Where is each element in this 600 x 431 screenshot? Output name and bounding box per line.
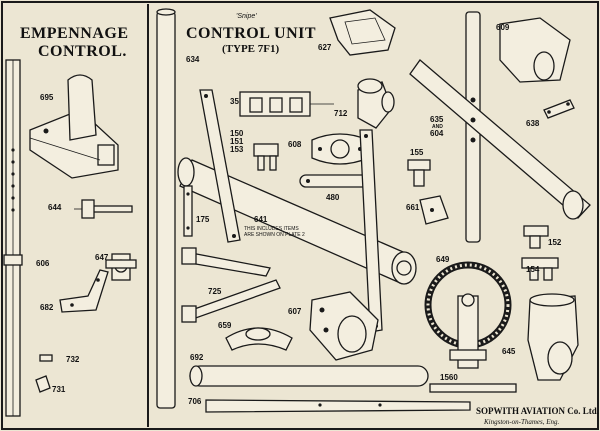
- part-695-bracket: [29, 74, 119, 179]
- part-661-clip: [419, 195, 449, 225]
- label-725: 725: [208, 287, 222, 296]
- part-608-plate: [311, 133, 369, 165]
- part-609-bracket: [499, 17, 571, 83]
- part-606-tube: [3, 59, 23, 417]
- label-731: 731: [52, 385, 66, 394]
- part-641-torque-tube: [177, 89, 417, 333]
- label-153: 153: [230, 145, 244, 154]
- label-150: 150: [230, 129, 244, 138]
- part-634-tube: [156, 8, 176, 409]
- label-695: 695: [40, 93, 54, 102]
- part-152-bracket: [523, 225, 549, 249]
- part-649-grip: [424, 261, 512, 369]
- part-731-cap: [35, 375, 51, 393]
- label-1560: 1560: [440, 373, 458, 382]
- part-647-fitting: [105, 253, 137, 281]
- label-645: 645: [502, 347, 516, 356]
- empennage-title-1: EMPENNAGE: [20, 25, 129, 42]
- label-732: 732: [66, 355, 80, 364]
- label-706: 706: [188, 397, 202, 406]
- label-661: 661: [406, 203, 420, 212]
- part-1560-rod: [429, 383, 517, 393]
- note-641-line2: ARE SHOWN ON PLATE 2: [244, 232, 305, 238]
- label-175: 175: [196, 215, 210, 224]
- part-692-tube: [189, 365, 429, 387]
- label-151: 151: [230, 137, 244, 146]
- label-692: 692: [190, 353, 204, 362]
- label-638: 638: [526, 119, 540, 128]
- part-155-bracket: [407, 159, 431, 187]
- label-641: 641: [254, 215, 268, 224]
- label-35: 35: [230, 97, 239, 106]
- part-638-link: [543, 99, 575, 119]
- label-682: 682: [40, 303, 54, 312]
- part-607-bracket: [309, 291, 379, 361]
- part-725-strut: [181, 247, 281, 323]
- part-175-strip: [183, 185, 193, 237]
- label-649: 649: [436, 255, 450, 264]
- label-644: 644: [48, 203, 62, 212]
- part-682-bracket: [59, 269, 109, 313]
- label-154: 154: [526, 265, 540, 274]
- part-644-bolt: [74, 199, 133, 219]
- control-unit-type: (TYPE 7F1): [222, 43, 279, 55]
- label-609: 609: [496, 23, 510, 32]
- label-627: 627: [318, 43, 332, 52]
- label-635-and: AND: [432, 124, 443, 130]
- empennage-title-2: CONTROL.: [38, 43, 127, 60]
- note-641-line1: THIS INCLUDES ITEMS: [244, 226, 299, 232]
- label-607: 607: [288, 307, 302, 316]
- label-659: 659: [218, 321, 232, 330]
- part-732-pin: [39, 354, 53, 362]
- label-606: 606: [36, 259, 50, 268]
- label-480: 480: [326, 193, 340, 202]
- part-150-bracket: [253, 143, 279, 171]
- label-152: 152: [548, 238, 562, 247]
- part-627-bracket: [329, 9, 396, 56]
- maker-location: Kingston-on-Thames, Eng.: [483, 418, 560, 426]
- label-712: 712: [334, 109, 348, 118]
- label-647: 647: [95, 253, 109, 262]
- label-608: 608: [288, 140, 302, 149]
- maker-name: SOPWITH AVIATION Co. Ltd.: [476, 406, 599, 416]
- label-155: 155: [410, 148, 424, 157]
- control-unit-title: CONTROL UNIT: [186, 25, 316, 42]
- control-unit-superscript: 'Snipe': [236, 13, 257, 20]
- part-35-assembly: [239, 91, 334, 117]
- label-635: 635: [430, 115, 444, 124]
- label-634: 634: [186, 55, 200, 64]
- part-659-plate: [225, 327, 293, 351]
- part-635-cross-tube: [409, 11, 591, 243]
- part-645-housing: [527, 293, 579, 381]
- part-712-tee: [357, 78, 395, 129]
- label-604: 604: [430, 129, 444, 138]
- part-706-strap: [205, 399, 471, 413]
- part-154-bracket: [521, 257, 559, 281]
